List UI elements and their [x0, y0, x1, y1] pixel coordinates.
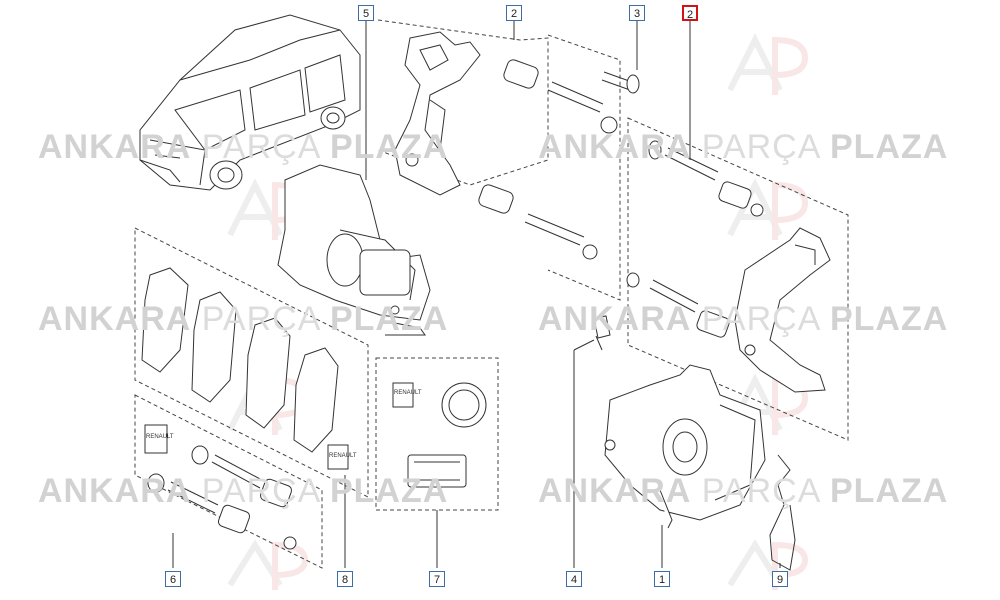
guide-pin-kit — [144, 424, 297, 550]
callout-1[interactable]: 1 — [654, 571, 670, 587]
retaining-spring — [769, 454, 796, 571]
brake-pads-set — [141, 267, 349, 470]
callout-7[interactable]: 7 — [429, 571, 445, 587]
callout-leaders — [172, 20, 781, 568]
brake-caliper-right — [604, 364, 766, 529]
seal-kit — [392, 382, 487, 488]
callout-6[interactable]: 6 — [165, 571, 181, 587]
callout-3[interactable]: 3 — [629, 5, 645, 21]
bleeder-screw — [593, 315, 611, 351]
callout-2-highlighted[interactable]: 2 — [682, 5, 698, 21]
package-label-pads: RENAULT — [329, 453, 357, 459]
group-outlines — [134, 19, 849, 569]
callout-5[interactable]: 5 — [358, 5, 374, 21]
callout-2-bracket-upper[interactable]: 2 — [506, 5, 522, 21]
brake-caliper-left — [277, 164, 431, 336]
callout-8[interactable]: 8 — [337, 571, 353, 587]
package-label-seal-kit: RENAULT — [394, 390, 422, 396]
vehicle-minivan-drawing — [139, 14, 361, 191]
package-label-pin-kit: RENAULT — [146, 434, 174, 440]
caliper-bracket-right — [734, 227, 831, 393]
callout-4[interactable]: 4 — [566, 571, 582, 587]
caliper-bracket-upper — [394, 31, 481, 196]
guide-pins-right — [626, 140, 764, 338]
callout-9[interactable]: 9 — [772, 571, 788, 587]
guide-pins-upper — [478, 59, 640, 260]
